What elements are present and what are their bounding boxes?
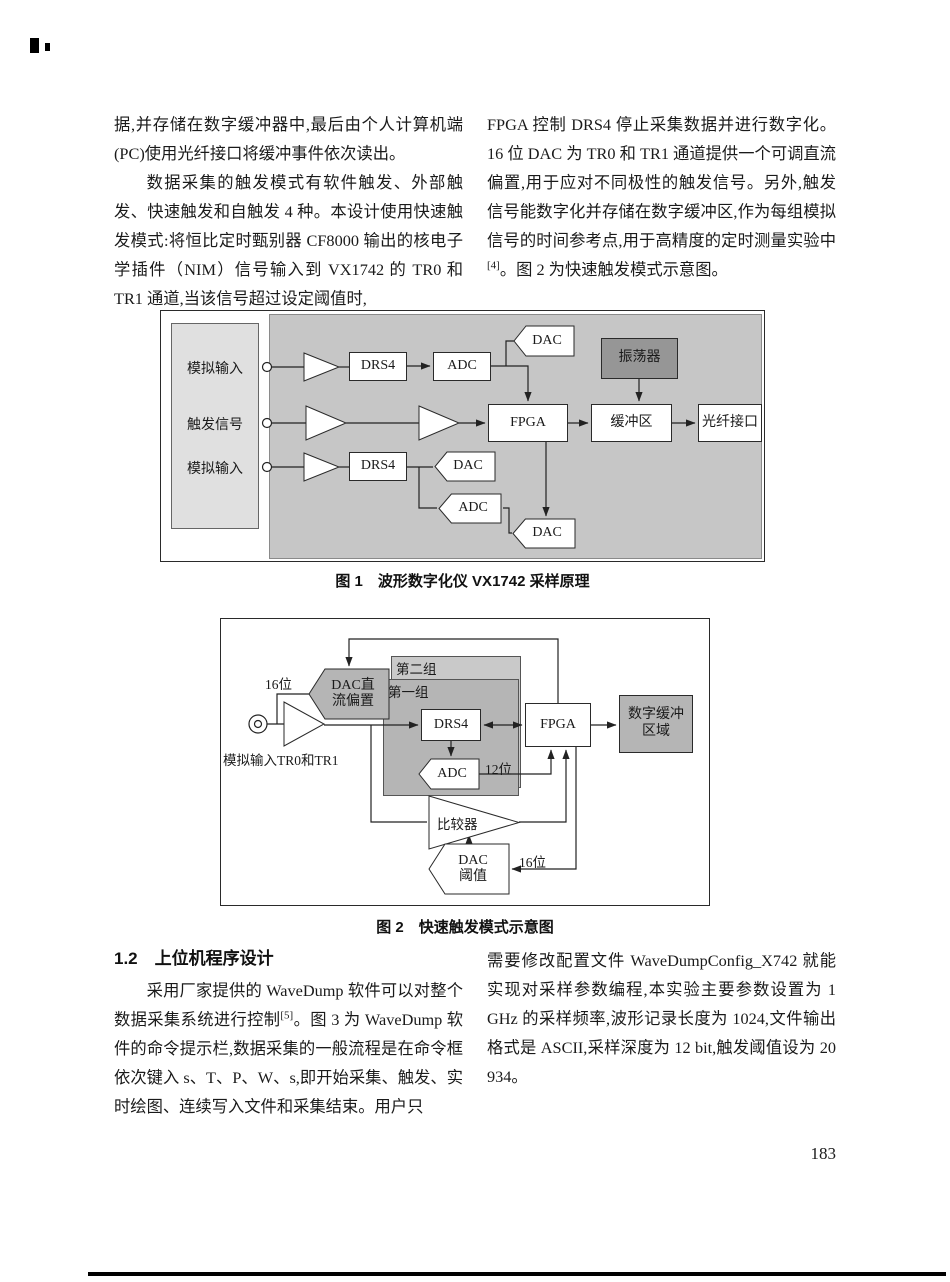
- text-run: 。图 2 为快速触发模式示意图。: [499, 260, 728, 279]
- pentagon-shape: [309, 669, 389, 719]
- amplifier-icon: [304, 453, 339, 481]
- bus16-top-label: 16位: [265, 677, 292, 692]
- digital-buffer-block: 数字缓冲 区域: [619, 695, 693, 753]
- pentagon-shape: [513, 519, 575, 548]
- comparator-node: 比较器: [429, 796, 519, 849]
- dac-threshold-label: DAC 阈值: [429, 844, 509, 894]
- dac-dc-offset-node: DAC直 流偏置: [309, 669, 389, 719]
- paragraph: FPGA 控制 DRS4 停止采集数据并进行数字化。16 位 DAC 为 TR0…: [487, 110, 836, 284]
- column-bottom-left: 采用厂家提供的 WaveDump 软件可以对整个数据采集系统进行控制[5]。图 …: [114, 976, 463, 1121]
- triangle-shape: [429, 796, 519, 849]
- fig2-wires: [248, 638, 617, 873]
- buffer-block: 缓冲区: [591, 404, 672, 442]
- adc-chip-top: ADC: [433, 352, 491, 381]
- figure-1-diagram: 模拟输入 触发信号 模拟输入: [160, 310, 765, 562]
- fpga-block: FPGA: [488, 404, 568, 442]
- amplifier-icon: [419, 406, 459, 440]
- dac-node-top: DAC: [514, 326, 574, 356]
- dac-threshold-node: DAC 阈值: [429, 844, 509, 894]
- label-line: 数字缓冲: [628, 707, 684, 723]
- column-top-left: 据,并存储在数字缓冲器中,最后由个人计算机端(PC)使用光纤接口将缓冲事件依次读…: [114, 110, 463, 313]
- label-line: DAC: [458, 852, 488, 868]
- analog-input-tr-label: 模拟输入TR0和TR1: [223, 753, 339, 768]
- oscillator-block: 振荡器: [601, 338, 678, 379]
- group1-label: 第一组: [388, 685, 429, 700]
- triangle-shape: [304, 453, 339, 481]
- text-run: 。图 3 为 WaveDump 软件的命令提示栏,数据采集的一般流程是在命令框依…: [114, 1010, 463, 1116]
- section-heading-1-2: 1.2 上位机程序设计: [114, 949, 274, 968]
- input-connector-inner: [253, 719, 263, 729]
- dac-node-mid: DAC: [435, 452, 495, 481]
- triangle-shape: [306, 406, 346, 440]
- column-bottom-right: 需要修改配置文件 WaveDumpConfig_X742 就能实现对采样参数编程…: [487, 946, 836, 1091]
- triangle-shape: [304, 353, 339, 381]
- bus12-label: 12位: [485, 762, 512, 777]
- amplifier-icon: [304, 353, 339, 381]
- text-run: FPGA 控制 DRS4 停止采集数据并进行数字化。16 位 DAC 为 TR0…: [487, 115, 836, 250]
- amplifier-icon: [284, 702, 324, 746]
- label-line: 阈值: [459, 869, 487, 884]
- figure-2-diagram: 第二组 第一组 DAC直 流偏置: [220, 618, 710, 906]
- fig1-input-block: [171, 323, 259, 529]
- dac-dc-offset-label: DAC直 流偏置: [309, 669, 389, 719]
- dac-label: DAC: [532, 332, 562, 348]
- scan-artifact-mark: [45, 43, 50, 51]
- adc-node-bottom: ADC: [439, 494, 501, 523]
- fig1-wires: [261, 340, 696, 534]
- page-number: 183: [810, 1144, 837, 1163]
- analog-input-2-label: 模拟输入: [187, 462, 243, 477]
- input-terminal-2: [261, 417, 273, 429]
- paragraph: 据,并存储在数字缓冲器中,最后由个人计算机端(PC)使用光纤接口将缓冲事件依次读…: [114, 115, 463, 163]
- paragraph: 需要修改配置文件 WaveDumpConfig_X742 就能实现对采样参数编程…: [487, 951, 836, 1086]
- pentagon-shape: [435, 452, 495, 481]
- fpga-block: FPGA: [525, 703, 591, 747]
- analog-input-1-label: 模拟输入: [187, 362, 243, 377]
- citation-ref-4: [4]: [487, 259, 500, 272]
- drs4-chip-top: DRS4: [349, 352, 407, 381]
- scan-artifact-bottom-line: [88, 1272, 946, 1276]
- pentagon-shape: [439, 494, 501, 523]
- dac-label: DAC: [532, 525, 562, 541]
- adc-label: ADC: [458, 500, 488, 516]
- bus16-bottom-label: 16位: [519, 855, 546, 870]
- scan-artifact-mark: [30, 38, 39, 53]
- label-line: 区域: [642, 724, 670, 739]
- text-run: 采用厂家提供的 WaveDump 软件可以对整个数据采集系统进行控制: [114, 981, 463, 1029]
- triangle-shape: [284, 702, 324, 746]
- pentagon-shape: [514, 326, 574, 356]
- dac-label: DAC: [453, 458, 483, 474]
- comparator-label: 比较器: [437, 816, 478, 832]
- pentagon-shape: [419, 759, 479, 789]
- paragraph: 数据采集的触发模式有软件触发、外部触发、快速触发和自触发 4 种。本设计使用快速…: [114, 173, 463, 308]
- citation-ref-5: [5]: [280, 1009, 294, 1022]
- adc-node: ADC: [419, 759, 479, 789]
- input-terminal-1: [261, 361, 273, 373]
- paragraph: 采用厂家提供的 WaveDump 软件可以对整个数据采集系统进行控制[5]。图 …: [114, 976, 463, 1121]
- fiber-interface-block: 光纤接口: [698, 404, 762, 442]
- input-terminal-3: [261, 461, 273, 473]
- triangle-shape: [419, 406, 459, 440]
- drs4-chip: DRS4: [421, 709, 481, 741]
- adc-label: ADC: [437, 765, 467, 781]
- label-line: DAC直: [331, 677, 375, 693]
- amplifier-icon: [306, 406, 346, 440]
- pentagon-shape: [429, 844, 509, 894]
- trigger-signal-label: 触发信号: [187, 418, 243, 433]
- figure-2-caption: 图 2 快速触发模式示意图: [376, 919, 554, 936]
- drs4-chip-bottom: DRS4: [349, 452, 407, 481]
- figure-1-caption: 图 1 波形数字化仪 VX1742 采样原理: [335, 573, 590, 590]
- label-line: 流偏置: [332, 694, 374, 709]
- dac-node-bottom: DAC: [513, 519, 575, 548]
- group2-label: 第二组: [396, 662, 437, 677]
- column-top-right: FPGA 控制 DRS4 停止采集数据并进行数字化。16 位 DAC 为 TR0…: [487, 110, 836, 284]
